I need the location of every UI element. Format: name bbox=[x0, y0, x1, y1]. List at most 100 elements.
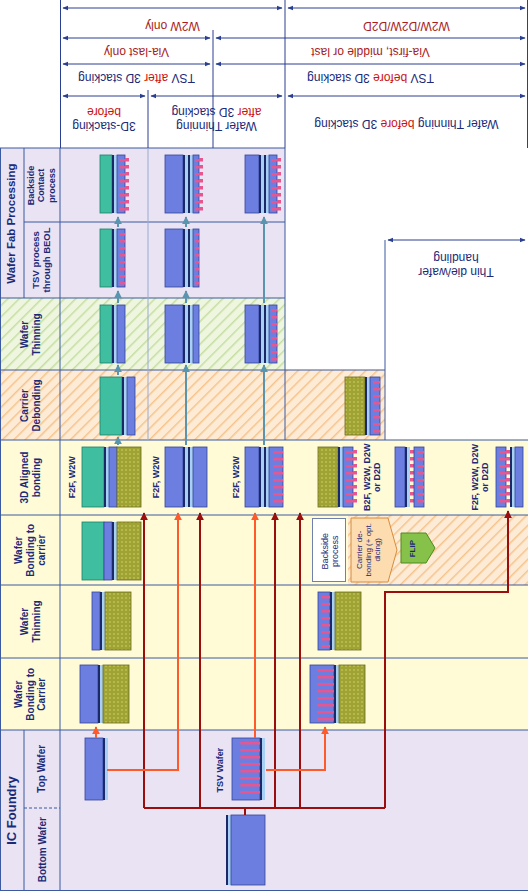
rect-shape bbox=[317, 697, 334, 700]
rect-shape bbox=[119, 173, 125, 176]
rect-shape bbox=[165, 447, 183, 507]
rect-shape bbox=[346, 451, 353, 454]
wafer-layer bbox=[193, 229, 199, 287]
bonding-label: F2F, W2W bbox=[67, 442, 77, 512]
wafer-layer bbox=[496, 447, 506, 507]
rect-shape bbox=[195, 166, 199, 169]
path-shape bbox=[263, 365, 265, 445]
rect-shape bbox=[119, 268, 125, 271]
rect-shape bbox=[226, 815, 228, 885]
rect-shape bbox=[114, 155, 117, 213]
rect-shape bbox=[346, 486, 353, 489]
rect-shape bbox=[114, 229, 117, 287]
rect-shape bbox=[373, 409, 380, 412]
rect-shape bbox=[410, 450, 414, 454]
row-label: Backside process bbox=[320, 521, 341, 581]
header-label: TSVafter3D stacking bbox=[60, 70, 213, 84]
rect-shape bbox=[353, 450, 357, 454]
rect-shape bbox=[271, 201, 277, 204]
line-shape bbox=[60, 148, 61, 891]
rect-shape bbox=[322, 645, 330, 648]
rect-shape bbox=[410, 471, 414, 475]
header-label: Via-first, middle or last bbox=[213, 44, 528, 58]
rect-shape bbox=[82, 522, 104, 580]
rect-shape bbox=[185, 305, 188, 363]
rect-shape bbox=[106, 447, 109, 507]
row-label: Backside Contact process bbox=[26, 150, 57, 220]
wafer-layer bbox=[259, 155, 264, 213]
rect-shape bbox=[277, 207, 281, 211]
rect-shape bbox=[119, 159, 125, 162]
rect-shape bbox=[353, 464, 357, 468]
rect-shape bbox=[185, 155, 188, 213]
rect-shape bbox=[261, 155, 264, 213]
process-arrow: Carrier de-bonding (+ opt. dicing) bbox=[350, 517, 398, 583]
rect-shape bbox=[119, 233, 125, 236]
rect-shape bbox=[112, 522, 114, 580]
rect-shape bbox=[330, 592, 332, 650]
rect-shape bbox=[190, 447, 193, 507]
wafer-layer bbox=[188, 305, 193, 363]
wafer-layer bbox=[310, 665, 334, 723]
wafer-layer bbox=[264, 447, 269, 507]
row-label: FLIP bbox=[408, 534, 417, 562]
wafer-layer bbox=[232, 738, 260, 800]
wafer-layer bbox=[117, 229, 125, 287]
path-shape bbox=[117, 291, 119, 303]
wafer-layer bbox=[199, 158, 203, 211]
header-text: Via-first, middle or last bbox=[311, 45, 429, 59]
line-shape bbox=[388, 240, 525, 241]
rect-shape bbox=[85, 738, 103, 800]
wafer-layer bbox=[165, 155, 183, 213]
wafer-layer bbox=[264, 155, 269, 213]
rect-shape bbox=[410, 499, 414, 503]
rect-shape bbox=[199, 165, 203, 169]
rect-shape bbox=[499, 486, 506, 489]
rect-shape bbox=[240, 791, 260, 794]
line-shape bbox=[0, 585, 528, 586]
rect-shape bbox=[348, 515, 528, 585]
rect-shape bbox=[199, 172, 203, 176]
rect-shape bbox=[271, 180, 277, 183]
rect-shape bbox=[506, 457, 510, 461]
rect-shape bbox=[195, 261, 199, 264]
rect-shape bbox=[240, 749, 260, 752]
rect-shape bbox=[125, 172, 129, 176]
rect-shape bbox=[165, 155, 183, 213]
rect-shape bbox=[336, 665, 339, 723]
rect-shape bbox=[317, 704, 334, 707]
line-shape bbox=[527, 0, 528, 148]
path-shape bbox=[117, 217, 119, 227]
line-shape bbox=[63, 96, 145, 97]
header-text: 3D stacking bbox=[307, 71, 370, 85]
rect-shape bbox=[125, 165, 129, 169]
rect-shape bbox=[190, 305, 193, 363]
header-text: 3D stacking bbox=[171, 105, 234, 119]
wafer-layer bbox=[80, 665, 98, 723]
rect-shape bbox=[103, 738, 105, 800]
wafer-layer bbox=[188, 229, 193, 287]
rect-shape bbox=[499, 465, 506, 468]
rect-shape bbox=[183, 229, 185, 287]
rect-shape bbox=[195, 201, 199, 204]
rect-shape bbox=[271, 316, 277, 319]
wafer-layer bbox=[112, 155, 117, 213]
rect-shape bbox=[496, 447, 506, 507]
line-shape bbox=[385, 240, 386, 440]
wafer-layer bbox=[183, 447, 188, 507]
rect-shape bbox=[332, 592, 335, 650]
rect-shape bbox=[273, 451, 283, 454]
rect-shape bbox=[261, 305, 264, 363]
line-shape bbox=[24, 148, 25, 298]
row-label: Bottom Wafer bbox=[36, 810, 48, 889]
rect-shape bbox=[119, 254, 125, 257]
wafer-layer bbox=[264, 305, 269, 363]
bonding-label: F2F, W2W, D2W or D2D bbox=[470, 442, 491, 512]
bonding-text: TSV Wafer bbox=[215, 748, 225, 793]
rect-shape bbox=[183, 305, 185, 363]
rect-shape bbox=[264, 447, 266, 507]
rect-shape bbox=[183, 155, 185, 213]
rect-shape bbox=[417, 472, 424, 475]
rect-shape bbox=[506, 450, 510, 454]
line-shape bbox=[288, 8, 525, 9]
